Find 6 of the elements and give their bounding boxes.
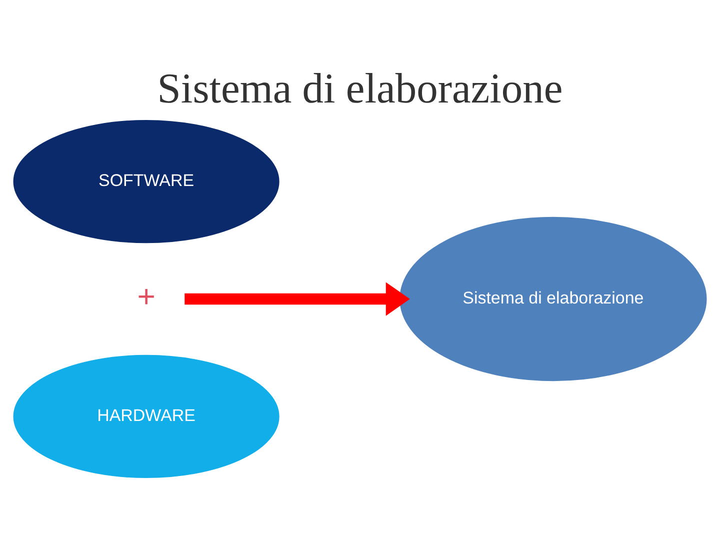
node-ellipse: SOFTWARE (13, 120, 280, 244)
node-text: + (137, 278, 156, 314)
node-ellipse: HARDWARE (13, 354, 280, 478)
node-ellipse: Sistema di elaborazione (400, 216, 707, 382)
arrow (184, 282, 410, 316)
diagram-title: Sistema di elaborazione (157, 65, 563, 112)
